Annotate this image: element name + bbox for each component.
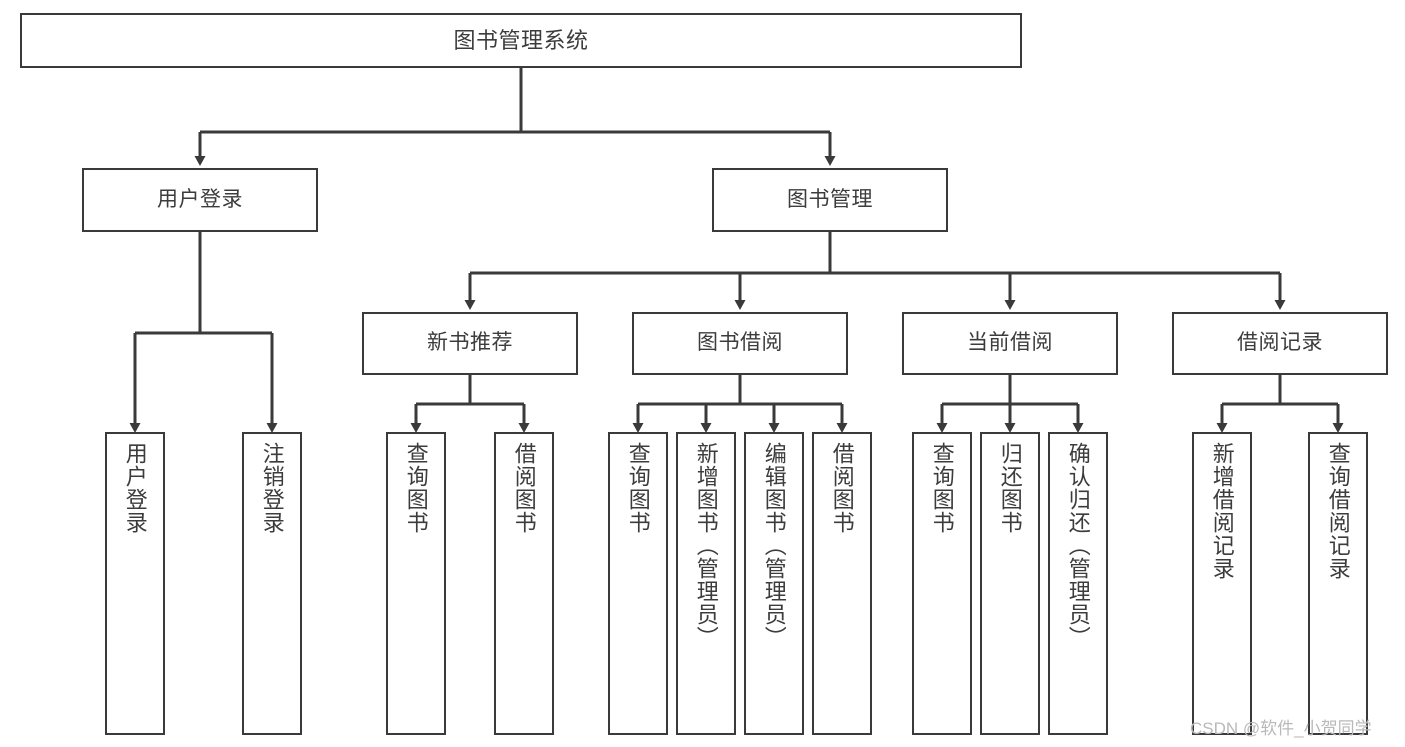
node-book-manage[interactable]: 图书管理 (712, 168, 948, 232)
node-new-book-rec-label: 新书推荐 (427, 331, 513, 355)
leaf-borrow-book-rec-label: 借阅图书 (511, 442, 537, 534)
leaf-query-book-rec-label: 查询图书 (403, 442, 429, 534)
leaf-borrow-book-label: 借阅图书 (829, 442, 855, 534)
leaf-user-login[interactable]: 用户登录 (105, 432, 165, 735)
leaf-return-book[interactable]: 归还图书 (980, 432, 1040, 735)
leaf-edit-book-admin-label: 编辑图书（管理员） (761, 442, 787, 649)
node-root-label: 图书管理系统 (453, 27, 589, 53)
node-borrow-record[interactable]: 借阅记录 (1172, 312, 1388, 375)
node-current-borrow-label: 当前借阅 (967, 331, 1053, 355)
leaf-query-book-current-label: 查询图书 (929, 442, 955, 534)
node-user-login[interactable]: 用户登录 (82, 168, 318, 232)
leaf-confirm-return-admin[interactable]: 确认归还（管理员） (1048, 432, 1108, 735)
leaf-user-login-label: 用户登录 (122, 442, 148, 534)
leaf-add-borrow-record[interactable]: 新增借阅记录 (1192, 432, 1252, 735)
watermark-text: CSDN @软件_小贺同学 (1190, 719, 1372, 738)
leaf-query-book-borrow[interactable]: 查询图书 (608, 432, 668, 735)
leaf-edit-book-admin[interactable]: 编辑图书（管理员） (744, 432, 804, 735)
node-new-book-rec[interactable]: 新书推荐 (362, 312, 578, 375)
node-book-borrow-label: 图书借阅 (697, 331, 783, 355)
leaf-borrow-book[interactable]: 借阅图书 (812, 432, 872, 735)
leaf-borrow-book-rec[interactable]: 借阅图书 (494, 432, 554, 735)
leaf-query-book-borrow-label: 查询图书 (625, 442, 651, 534)
leaf-query-borrow-record-label: 查询借阅记录 (1325, 442, 1351, 580)
leaf-confirm-return-admin-label: 确认归还（管理员） (1065, 442, 1091, 649)
leaf-query-borrow-record[interactable]: 查询借阅记录 (1308, 432, 1368, 735)
leaf-add-book-admin[interactable]: 新增图书（管理员） (676, 432, 736, 735)
node-current-borrow[interactable]: 当前借阅 (902, 312, 1118, 375)
node-book-borrow[interactable]: 图书借阅 (632, 312, 848, 375)
leaf-logout[interactable]: 注销登录 (242, 432, 302, 735)
leaf-add-borrow-record-label: 新增借阅记录 (1209, 442, 1235, 580)
leaf-query-book-rec[interactable]: 查询图书 (386, 432, 446, 735)
leaf-logout-label: 注销登录 (259, 442, 285, 534)
node-borrow-record-label: 借阅记录 (1237, 331, 1323, 355)
leaf-add-book-admin-label: 新增图书（管理员） (693, 442, 719, 649)
node-root[interactable]: 图书管理系统 (20, 13, 1022, 68)
node-book-manage-label: 图书管理 (787, 187, 873, 211)
node-user-login-label: 用户登录 (157, 187, 243, 211)
leaf-return-book-label: 归还图书 (997, 442, 1023, 534)
leaf-query-book-current[interactable]: 查询图书 (912, 432, 972, 735)
